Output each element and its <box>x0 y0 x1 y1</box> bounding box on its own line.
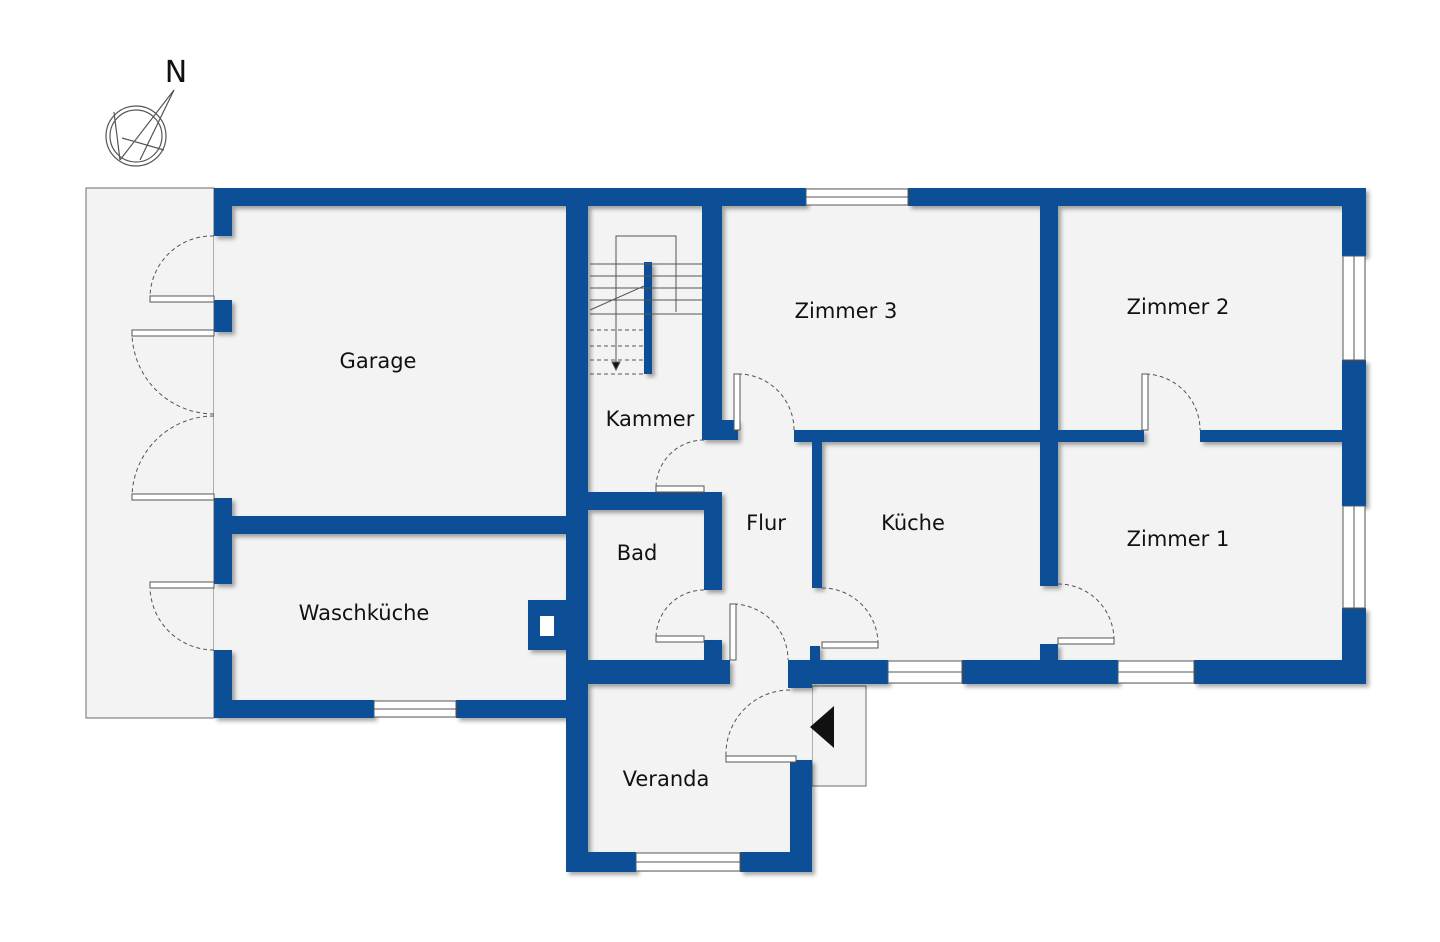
room-label-waschkueche: Waschküche <box>299 601 430 625</box>
entrance-arrow-icon <box>810 706 834 748</box>
room-label-veranda: Veranda <box>623 767 710 791</box>
room-label-flur: Flur <box>746 511 786 535</box>
room-label-kammer: Kammer <box>606 407 695 431</box>
room-label-kueche: Küche <box>881 511 945 535</box>
terrace-area <box>85 187 215 719</box>
walls <box>214 188 1366 872</box>
room-label-bad: Bad <box>617 541 658 565</box>
entrance-landing <box>811 685 867 787</box>
doors <box>131 235 1201 763</box>
room-label-zimmer-1: Zimmer 1 <box>1127 527 1230 551</box>
north-label: N <box>165 55 187 90</box>
room-label-zimmer-3: Zimmer 3 <box>795 299 898 323</box>
room-label-zimmer-2: Zimmer 2 <box>1127 295 1230 319</box>
chimney-flue <box>540 616 554 636</box>
compass-rose-icon <box>105 89 175 167</box>
windows <box>373 188 1366 872</box>
room-label-garage: Garage <box>340 349 417 373</box>
staircase <box>589 235 702 375</box>
